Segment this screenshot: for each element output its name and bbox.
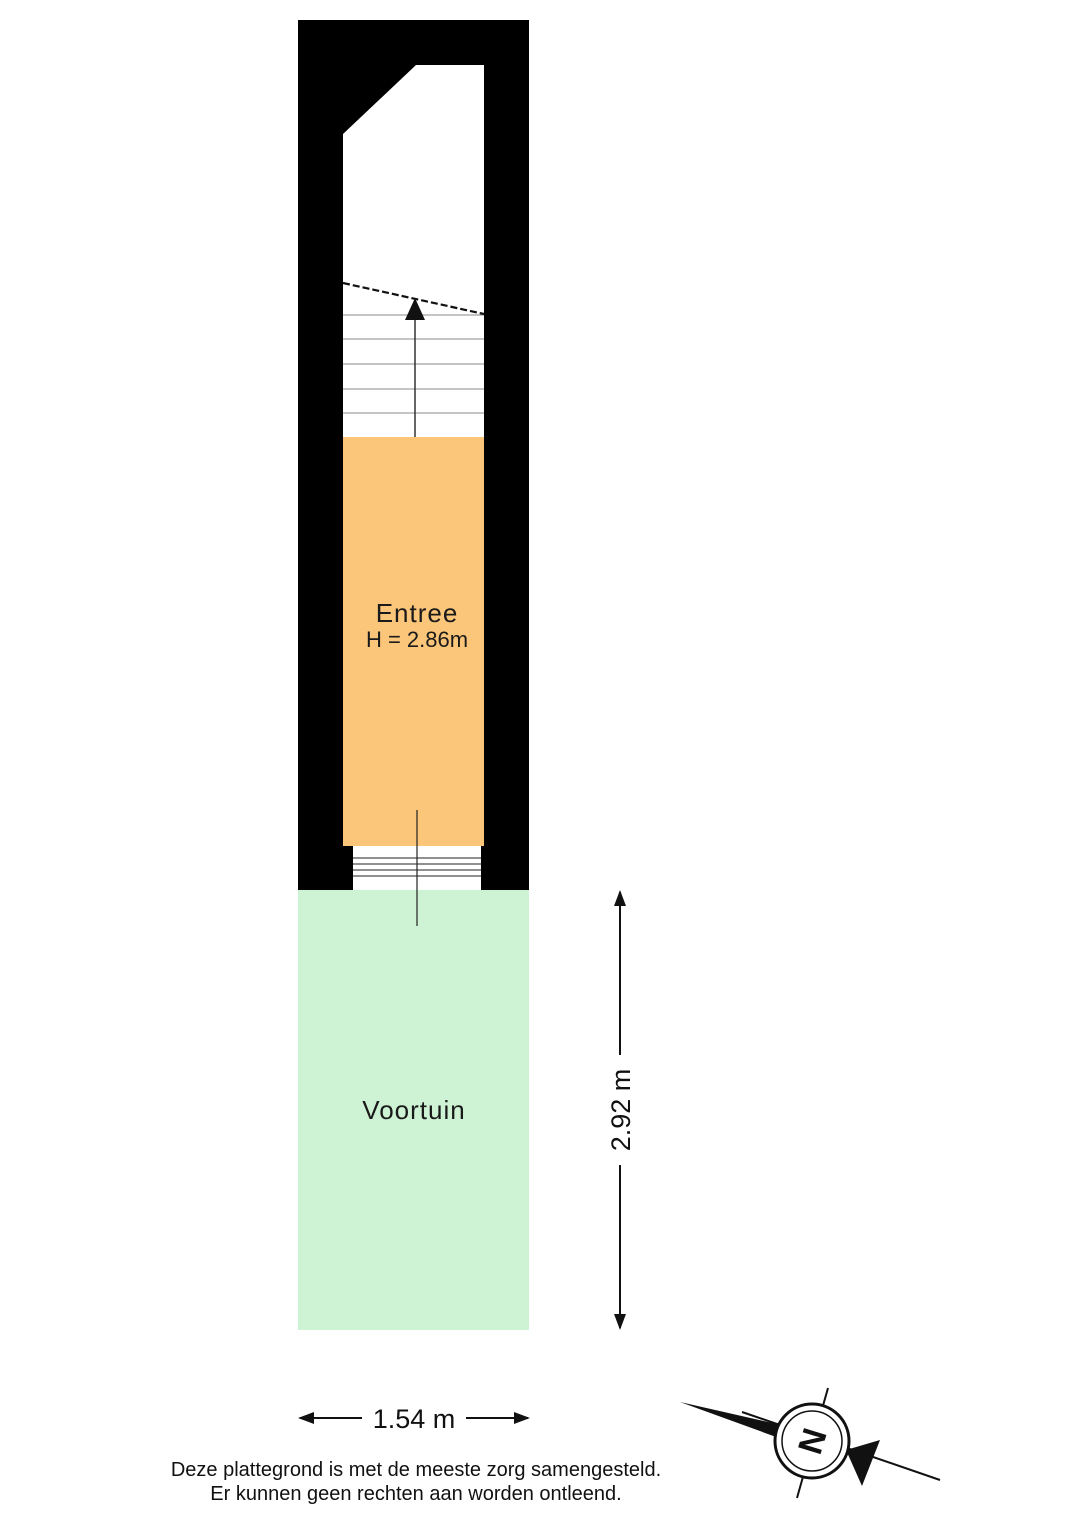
entree-label: Entree <box>376 598 459 628</box>
voortuin-label: Voortuin <box>362 1095 465 1125</box>
disclaimer-line-1: Deze plattegrond is met de meeste zorg s… <box>170 1459 662 1481</box>
width-dimension: 1.54 m <box>298 1404 530 1434</box>
depth-dimension: 2.92 m <box>606 890 636 1330</box>
entree-area <box>343 437 484 846</box>
voortuin-area <box>298 890 529 1330</box>
compass-rose: N <box>680 1387 941 1499</box>
stair-cut-line <box>342 281 485 316</box>
disclaimer-line-2: Er kunnen geen rechten aan worden ontlee… <box>210 1483 622 1505</box>
entree-height-label: H = 2.86m <box>366 627 468 652</box>
stair-arrow-head <box>405 298 425 320</box>
depth-dimension-label: 2.92 m <box>606 1069 636 1152</box>
stair-void <box>343 65 484 437</box>
width-dimension-label: 1.54 m <box>373 1404 456 1434</box>
